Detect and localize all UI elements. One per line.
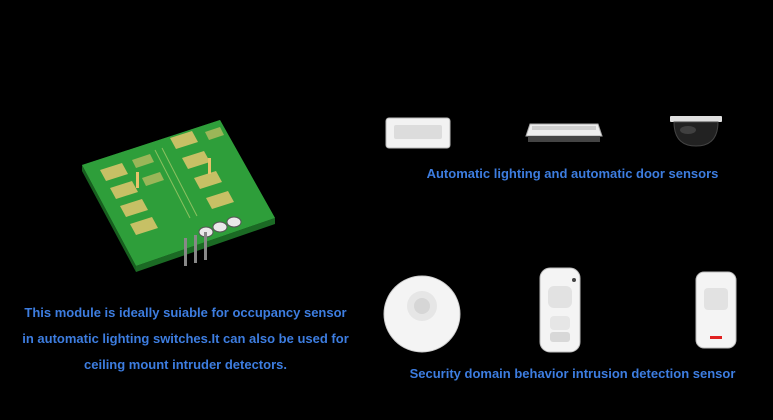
description-line-2: in automatic lighting switches.It can al…	[22, 331, 349, 346]
wall-mount-motion-detector-image	[539, 267, 581, 353]
door-sensor-bar-image	[525, 123, 603, 142]
wall-pir-detector-image	[695, 271, 737, 349]
lighting-sensors-caption: Automatic lighting and automatic door se…	[426, 166, 719, 181]
rectangular-ceiling-sensor-image	[385, 117, 451, 149]
round-ceiling-pir-sensor-image	[383, 275, 461, 353]
module-description: This module is ideally suiable for occup…	[8, 300, 363, 378]
description-line-1: This module is ideally suiable for occup…	[24, 305, 347, 320]
radar-module-pcb-image	[82, 120, 275, 272]
dome-ceiling-sensor-image	[670, 116, 722, 147]
description-line-3: ceiling mount intruder detectors.	[84, 357, 287, 372]
security-sensors-caption: Security domain behavior intrusion detec…	[409, 366, 736, 381]
